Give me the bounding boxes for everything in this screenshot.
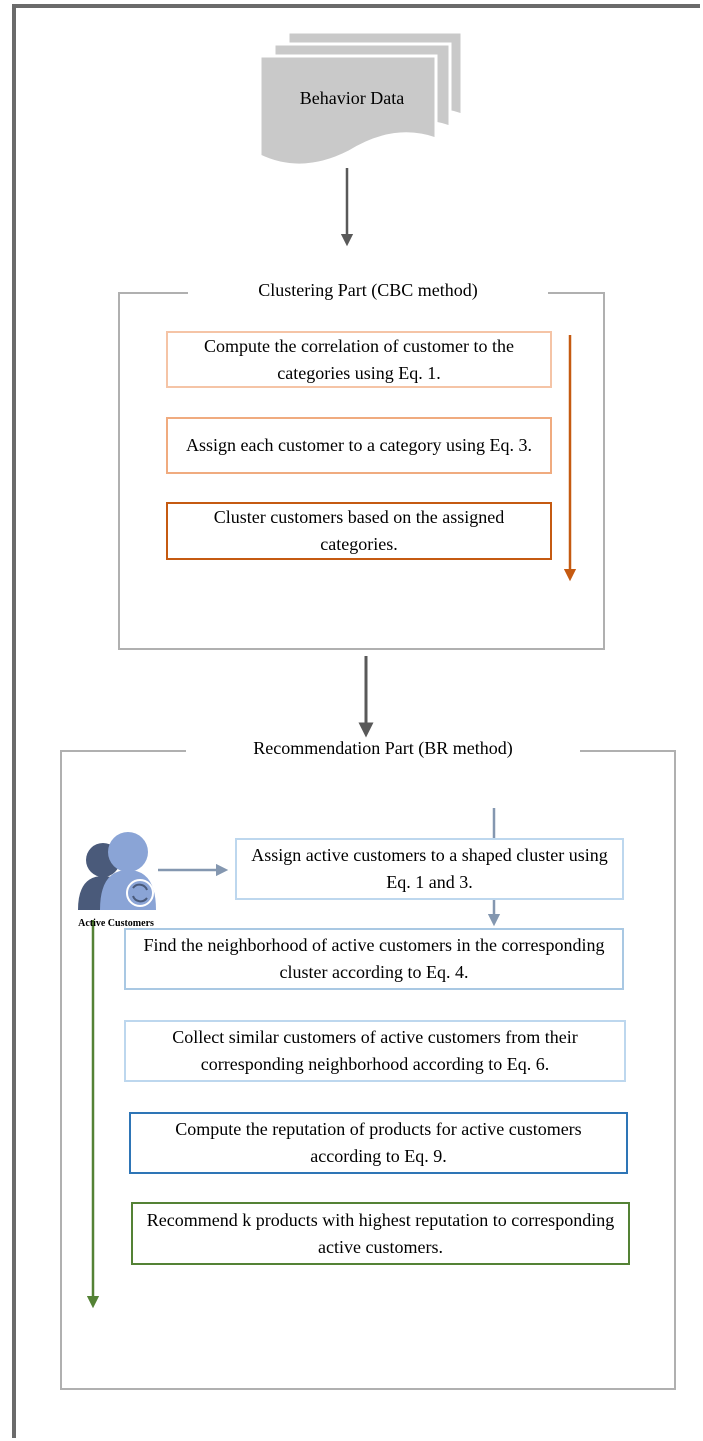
active-customers-icon [78, 832, 156, 910]
clustering-step-cluster-text: Cluster customers based on the assigned … [213, 507, 505, 554]
active-customers-label: Active Customers [78, 918, 154, 929]
recommendation-step-collect: Collect similar customers of active cust… [124, 1020, 626, 1082]
recommendation-step-recommend: Recommend k products with highest reputa… [131, 1202, 630, 1265]
recommendation-section-title: Recommendation Part (BR method) [186, 738, 580, 759]
clustering-step-cluster: Cluster customers based on the assigned … [166, 502, 552, 560]
clustering-step-assign-text: Assign each customer to a category using… [186, 435, 532, 455]
clustering-step-correlation-text: Compute the correlation of customer to t… [204, 335, 514, 383]
recommendation-step-reputation: Compute the reputation of products for a… [129, 1112, 628, 1174]
recommendation-step-find-text: Find the neighborhood of active customer… [143, 935, 605, 982]
recommendation-step-collect-text: Collect similar customers of active cust… [172, 1027, 578, 1074]
clustering-step-assign: Assign each customer to a category using… [166, 417, 552, 474]
recommendation-step-assign-text: Assign active customers to a shaped clus… [251, 845, 608, 892]
clustering-section-title: Clustering Part (CBC method) [188, 280, 548, 301]
page-frame [12, 4, 700, 1438]
recommendation-step-recommend-text: Recommend k products with highest reputa… [146, 1209, 615, 1257]
recommendation-step-assign: Assign active customers to a shaped clus… [235, 838, 624, 900]
recommendation-step-reputation-text: Compute the reputation of products for a… [175, 1119, 582, 1166]
behavior-data-label: Behavior Data [299, 88, 405, 108]
recommendation-step-find: Find the neighborhood of active customer… [124, 928, 624, 990]
document-stack-icon [258, 30, 464, 167]
clustering-step-correlation: Compute the correlation of customer to t… [166, 331, 552, 388]
